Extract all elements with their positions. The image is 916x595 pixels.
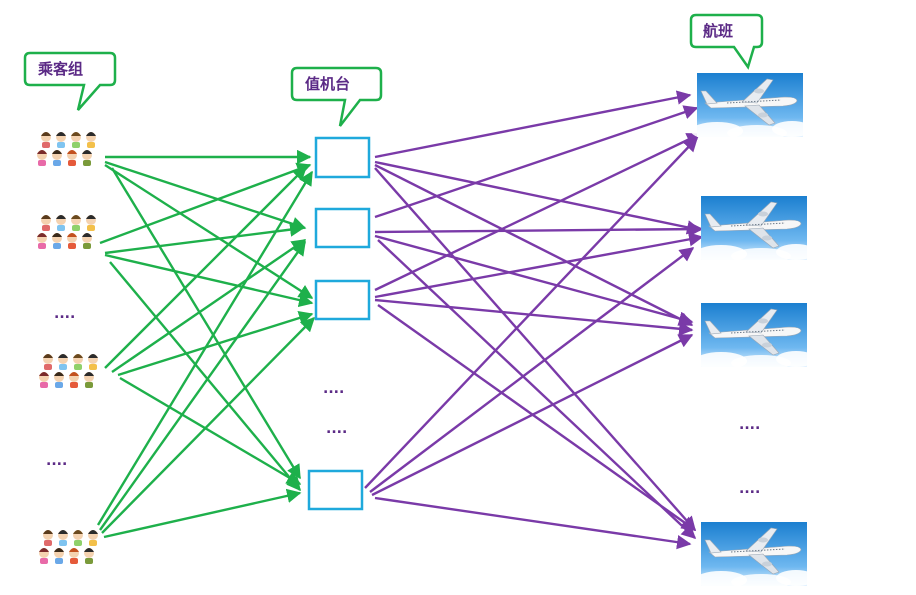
flight-2	[694, 195, 817, 265]
edge-p3-c3	[117, 311, 314, 377]
passenger-group-2	[37, 215, 96, 249]
edge-p3-c4	[119, 376, 302, 486]
passenger-ellipsis-1: ....	[54, 306, 75, 322]
edge-c4-f2	[369, 247, 695, 493]
edge-c2-f4	[377, 239, 697, 539]
counter-ellipsis-1: ....	[323, 381, 344, 397]
edge-c3-f1	[374, 132, 702, 292]
passenger-group-4	[39, 530, 98, 564]
edge-c2-f2	[374, 221, 704, 237]
edge-p2-c2	[104, 222, 305, 255]
edge-p2-c1	[99, 162, 312, 245]
edge-c4-f1	[364, 136, 698, 489]
edge-c1-f2	[374, 160, 702, 235]
edge-p2-c3	[104, 253, 314, 308]
people-group-icon	[37, 215, 96, 249]
edge-c3-f2	[374, 232, 704, 299]
passenger-group-1	[37, 132, 96, 166]
counter-ellipsis-2: ....	[326, 421, 347, 437]
flight-callout-label: 航班	[703, 22, 733, 40]
counter-2	[314, 207, 371, 249]
edge-c1-f4	[374, 167, 696, 532]
people-group-icon	[39, 354, 98, 388]
edge-p4-c4	[103, 488, 302, 539]
airplane-icon	[694, 195, 817, 265]
edge-c4-f4	[374, 496, 692, 550]
passenger-group-3	[39, 354, 98, 388]
passenger-callout: 乘客组	[23, 51, 117, 111]
counter-1	[314, 136, 371, 179]
checkin-callout-label: 值机台	[305, 75, 350, 93]
counter-3	[314, 279, 371, 321]
flight-ellipsis-2: ....	[739, 481, 760, 497]
edge-p1-c4	[110, 167, 302, 480]
edge-c3-f3	[374, 298, 694, 336]
flight-4	[694, 521, 817, 591]
edge-p2-c4	[109, 261, 301, 492]
edge-c3-f4	[377, 304, 697, 531]
edge-p1-c2	[104, 160, 307, 231]
passenger-to-counter-edges	[96, 149, 316, 539]
airplane-icon	[694, 521, 817, 591]
flight-1	[690, 72, 813, 142]
flight-3	[694, 302, 817, 372]
edge-p1-c3	[104, 163, 314, 300]
flight-ellipsis-1: ....	[739, 417, 760, 433]
flight-callout: 航班	[689, 13, 764, 70]
edge-p4-c2	[99, 240, 306, 531]
edge-p4-c1	[96, 170, 314, 526]
edge-c1-f3	[374, 163, 694, 327]
edge-p3-c2	[111, 239, 307, 373]
edge-c4-f3	[371, 333, 694, 497]
edge-c2-f3	[374, 234, 694, 326]
airplane-icon	[690, 72, 813, 142]
airplane-icon	[694, 302, 817, 372]
counter-4	[307, 469, 364, 511]
counter-to-flight-edges	[364, 90, 704, 550]
passenger-ellipsis-2: ....	[46, 453, 67, 469]
passenger-callout-label: 乘客组	[37, 60, 83, 78]
checkin-callout: 值机台	[290, 66, 383, 127]
edge-p3-c1	[104, 165, 308, 369]
edge-c1-f1	[374, 90, 692, 159]
people-group-icon	[39, 530, 98, 564]
people-group-icon	[37, 132, 96, 166]
edge-c2-f1	[374, 105, 699, 219]
edge-p4-c3	[101, 316, 316, 534]
